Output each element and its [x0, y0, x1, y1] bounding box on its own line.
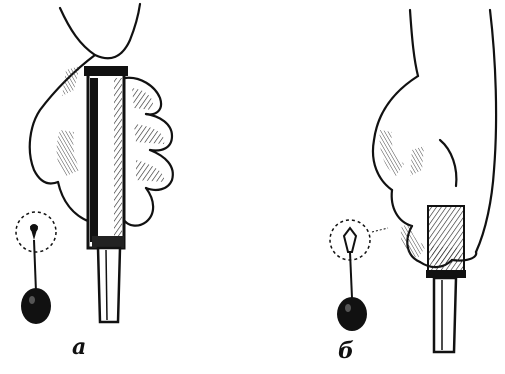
finger-shading-b1 — [401, 224, 426, 258]
indicator-a — [16, 212, 56, 324]
panel-b-label: б — [338, 340, 354, 362]
tube-a — [84, 66, 128, 322]
panel-a — [16, 4, 173, 324]
finger-shading-2 — [134, 124, 164, 144]
palm-shading — [57, 130, 80, 176]
indicator-b — [330, 220, 388, 331]
tube-b — [426, 206, 466, 352]
finger-shading-3 — [136, 160, 164, 182]
hand-shading-b — [380, 130, 404, 176]
finger-shading-1 — [132, 88, 153, 110]
panel-b — [330, 10, 496, 352]
panel-a-label: а — [72, 336, 86, 358]
knuckle-shading-b — [410, 146, 424, 176]
wrist-shading — [62, 66, 80, 96]
